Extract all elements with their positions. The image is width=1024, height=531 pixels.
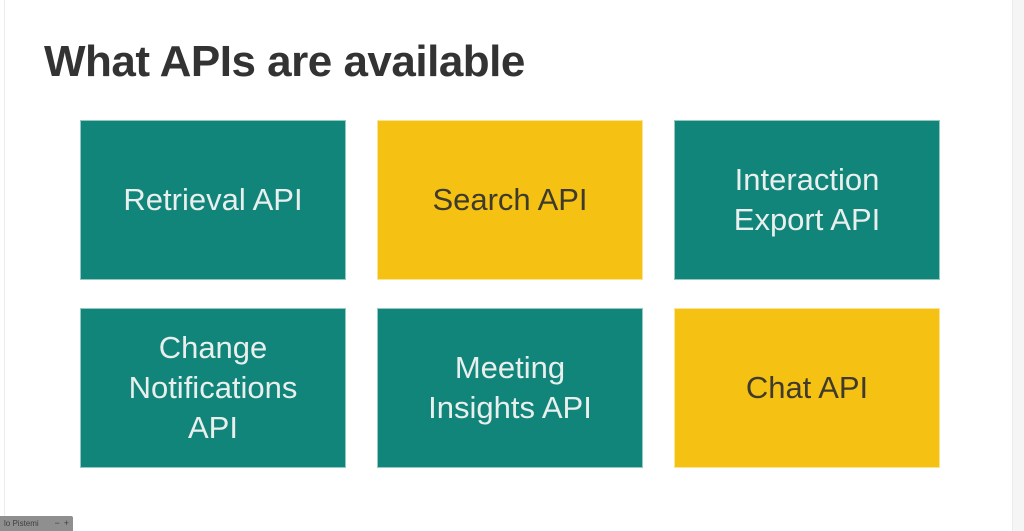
zoom-out-icon[interactable]: − [54, 518, 60, 528]
zoom-in-icon[interactable]: + [63, 518, 69, 528]
slide-title: What APIs are available [44, 37, 525, 87]
card-chat-api: Chat API [674, 308, 940, 468]
card-meeting-insights-api: Meeting Insights API [377, 308, 643, 468]
viewer-right-edge-strip [1012, 0, 1024, 531]
viewer-left-edge-divider [4, 0, 5, 531]
card-change-notifications-api: Change Notifications API [80, 308, 346, 468]
card-search-api: Search API [377, 120, 643, 280]
card-retrieval-api: Retrieval API [80, 120, 346, 280]
overlay-label: lo Pistemi [4, 519, 39, 528]
card-interaction-export-api: Interaction Export API [674, 120, 940, 280]
viewer-overlay-tag: lo Pistemi − + [0, 516, 73, 531]
